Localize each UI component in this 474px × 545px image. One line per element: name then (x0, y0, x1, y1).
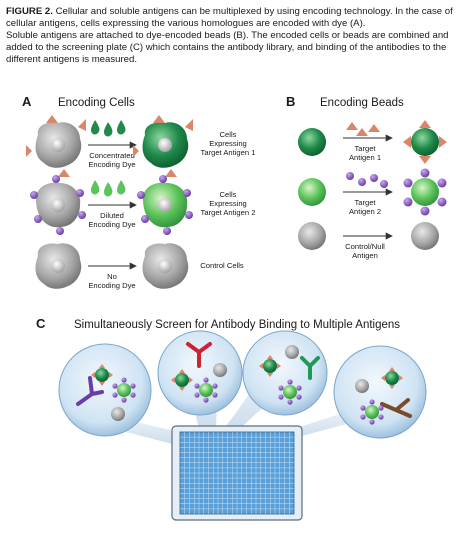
a-row1-result-1: Cells (220, 130, 237, 139)
b-row2-antigen-dots (346, 172, 388, 188)
c-well1-green-bead (91, 364, 113, 386)
a-row2-gray-cell (30, 175, 86, 235)
a-row2-arrow-label-2: Encoding Dye (88, 220, 135, 229)
b-row2-coated-bead (403, 168, 447, 216)
a-row1-arrow-label-2: Encoding Dye (88, 160, 135, 169)
c-well3-antibody-green (300, 356, 320, 380)
c-well4-light-bead (360, 399, 384, 425)
a-row1-result-3: Target Antigen 1 (201, 148, 256, 157)
panel-b: B Encoding Beads Target Antigen 1 Targ (286, 94, 447, 260)
caption-paragraph-1: FIGURE 2. Cellular and soluble antigens … (6, 6, 468, 30)
b-row3-label-1: Control/Null (345, 242, 385, 251)
panel-b-letter: B (286, 94, 295, 109)
caption-lead: FIGURE 2. (6, 6, 53, 17)
panel-a-letter: A (22, 94, 32, 109)
c-well2-antibody-red (186, 342, 212, 368)
a-row3-arrow-label-2: Encoding Dye (88, 281, 135, 290)
a-row1-dark-green-cell (133, 115, 193, 177)
c-well3-gray-bead (285, 345, 299, 359)
a-row1-arrow-label-1: Concentrated (89, 151, 135, 160)
b-row1-label-2: Antigen 1 (349, 153, 381, 162)
c-well-3 (242, 330, 328, 416)
c-well3-green-bead (259, 355, 281, 377)
caption-paragraph-2: Soluble antigens are attached to dye-enc… (6, 29, 449, 65)
b-row3-label-2: Antigen (352, 251, 378, 260)
figure-caption: FIGURE 2. Cellular and soluble antigens … (6, 6, 468, 66)
a-row1-gray-cell (26, 115, 86, 177)
a-row2-result-3: Target Antigen 2 (201, 208, 256, 217)
panel-a-title: Encoding Cells (58, 97, 135, 109)
a-row1-dark-dye-drops (91, 120, 126, 137)
b-row1-dark-bead (298, 128, 326, 156)
a-row2-light-green-cell (137, 175, 193, 235)
c-well2-light-bead (194, 377, 218, 403)
a-row2-result-1: Cells (220, 190, 237, 199)
c-well4-gray-bead (355, 379, 369, 393)
c-well4-green-bead (381, 367, 403, 389)
panel-b-title: Encoding Beads (320, 97, 404, 109)
a-row2-light-dye-drops (91, 180, 126, 197)
b-row1-antigen-triangles (346, 122, 380, 136)
b-row2-light-bead (298, 178, 326, 206)
c-well-4 (333, 345, 427, 439)
panel-a: A Encoding Cells Concentrated Encoding D… (22, 94, 255, 290)
b-row3-control-bead (411, 222, 439, 250)
b-row1-coated-bead (403, 120, 447, 164)
caption-text-1: Cellular and soluble antigens can be mul… (6, 6, 453, 29)
a-row3-gray-cell (35, 243, 82, 289)
panel-c-title: Simultaneously Screen for Antibody Bindi… (74, 319, 400, 331)
a-row3-result-1: Control Cells (200, 261, 244, 270)
a-row2-result-2: Expressing (209, 199, 247, 208)
a-row3-arrow-label-1: No (107, 272, 117, 281)
panel-c-letter: C (36, 316, 46, 331)
a-row1-result-2: Expressing (209, 139, 247, 148)
c-well4-antibody-brown (380, 398, 412, 418)
a-row3-control-cell (142, 243, 189, 289)
c-well3-light-bead (278, 379, 302, 405)
c-well-1 (58, 343, 152, 437)
c-well1-antibody-purple (76, 376, 104, 406)
c-well1-light-bead (112, 377, 136, 403)
c-well2-green-bead (171, 369, 193, 391)
c-well-2 (157, 330, 243, 416)
panel-c: C Simultaneously Screen for Antibody Bin… (36, 316, 427, 521)
c-well1-gray-bead (111, 407, 125, 421)
b-row2-label-2: Antigen 2 (349, 207, 381, 216)
c-screening-plate (171, 425, 303, 521)
b-row3-gray-bead (298, 222, 326, 250)
c-plate-wells (180, 432, 294, 514)
a-row2-arrow-label-1: Diluted (100, 211, 124, 220)
c-well2-gray-bead (213, 363, 227, 377)
b-row1-label-1: Target (354, 144, 376, 153)
b-row2-label-1: Target (354, 198, 376, 207)
